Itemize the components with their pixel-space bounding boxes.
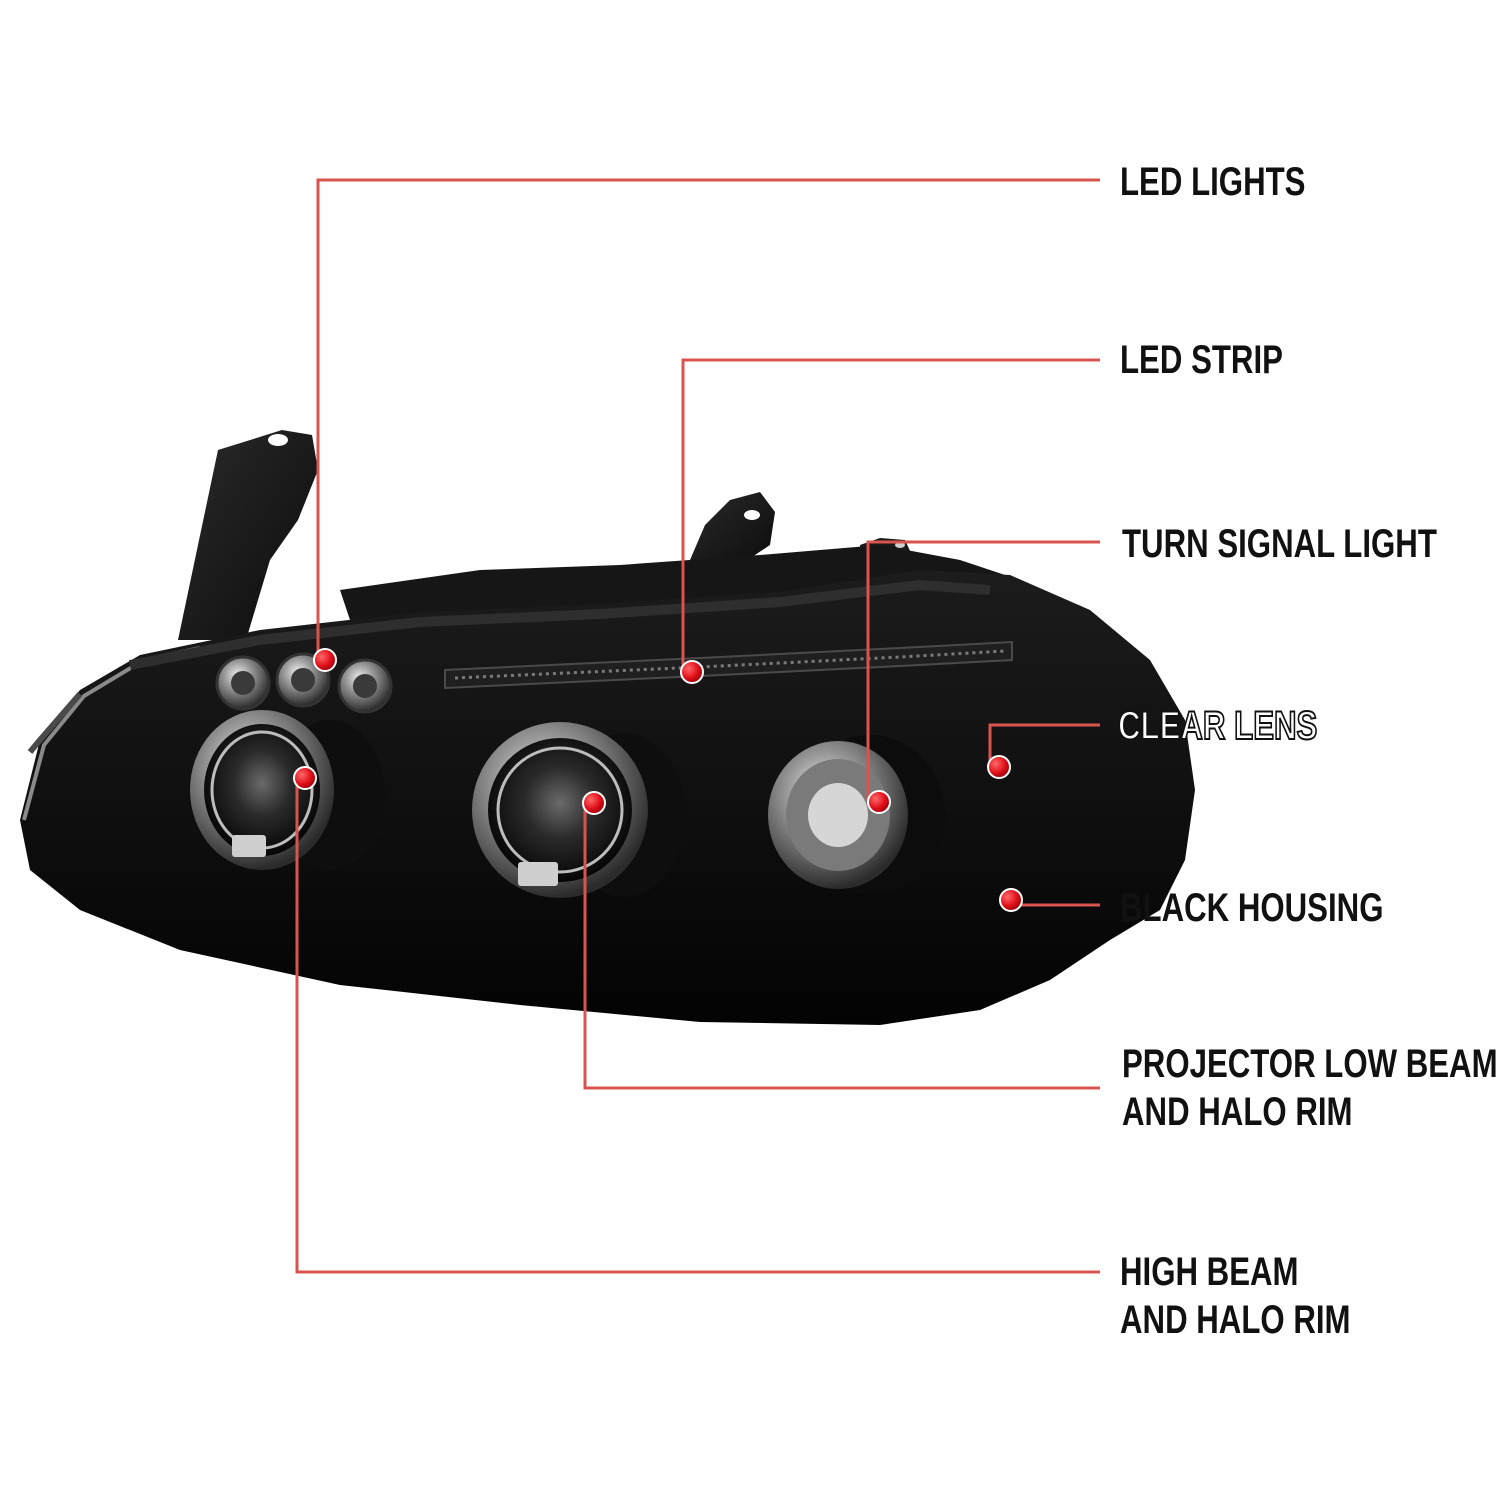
led-strip: [444, 640, 1013, 690]
leader-projector: [583, 805, 1100, 1090]
leader-high-beam: [295, 780, 1100, 1274]
label-high-beam-line1: HIGH BEAM: [1120, 1250, 1299, 1294]
mounting-bracket-center: [690, 492, 775, 565]
leader-lines: [295, 178, 1100, 1274]
label-clear-lens: CLEAR LENS: [1117, 703, 1318, 749]
label-high-beam-line2: AND HALO RIM: [1120, 1298, 1351, 1342]
callout-markers: [293, 648, 1023, 912]
marker-turn-signal: [867, 790, 891, 814]
label-led-lights: LED LIGHTS: [1120, 160, 1306, 204]
label-turn-signal: TURN SIGNAL LIGHT: [1122, 522, 1437, 566]
label-projector-line2: AND HALO RIM: [1122, 1090, 1353, 1134]
marker-led-lights: [313, 648, 337, 672]
leader-clear-lens: [988, 723, 1100, 765]
low-beam-projector: [472, 722, 685, 898]
marker-black-housing: [999, 888, 1023, 912]
marker-clear-lens: [987, 755, 1011, 779]
label-black-housing: BLACK HOUSING: [1120, 886, 1384, 930]
mounting-bracket-left: [178, 430, 318, 640]
leader-led-lights: [316, 178, 1100, 655]
label-led-strip: LED STRIP: [1120, 338, 1283, 382]
label-projector-line1: PROJECTOR LOW BEAM: [1122, 1042, 1498, 1086]
led-light-reflectors: [215, 652, 393, 714]
marker-projector: [582, 791, 606, 815]
leader-led-strip: [681, 358, 1100, 668]
turn-signal-reflector: [768, 735, 945, 895]
top-rim: [129, 579, 991, 670]
leader-turn-signal: [866, 540, 1100, 800]
high-beam-projector: [190, 710, 385, 870]
marker-high-beam: [293, 766, 317, 790]
marker-led-strip: [680, 660, 704, 684]
